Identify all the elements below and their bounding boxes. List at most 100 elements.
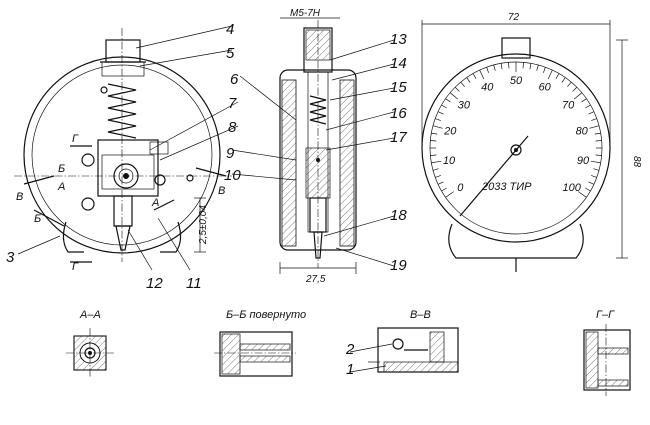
dial-tick <box>437 111 444 115</box>
callout-15: 15 <box>390 79 407 96</box>
dial-tick <box>430 154 437 156</box>
callout-12: 12 <box>146 275 163 292</box>
dial-label: 90 <box>577 155 590 167</box>
front-width-dimension: 72 <box>508 12 520 23</box>
mark-b-lower: Б <box>34 213 41 225</box>
dial-tick <box>435 118 441 121</box>
front-height-dimension: 88 <box>631 156 642 168</box>
dial-view <box>421 20 628 272</box>
dial-tick <box>594 132 601 135</box>
section-vv-title: В–В <box>410 309 431 321</box>
dial-label: 40 <box>481 81 494 93</box>
stroke-dimension: 2,5±0,04 <box>198 205 209 245</box>
dial-needle <box>459 135 529 217</box>
dial-label: 10 <box>443 155 456 167</box>
dial-tick <box>581 98 587 103</box>
dial-tick <box>572 86 578 92</box>
dial-tick <box>585 104 591 109</box>
dial-label: 100 <box>563 182 582 194</box>
dial-tick <box>595 154 602 156</box>
thread-dimension: M5-7H <box>290 8 321 19</box>
dial-tick <box>529 63 532 70</box>
dial-label: 0 <box>457 182 464 194</box>
callout-10: 10 <box>224 167 241 184</box>
section-aa-title: А–А <box>79 309 101 321</box>
mark-v-right: В <box>218 185 225 197</box>
dial-tick <box>435 175 441 178</box>
dial-tick <box>431 160 442 164</box>
dial-tick <box>543 67 546 73</box>
callout-4: 4 <box>226 21 234 38</box>
callout-7: 7 <box>228 95 237 112</box>
dial-tick <box>500 63 503 70</box>
dial-tick <box>591 175 597 178</box>
section-aa <box>66 328 114 378</box>
dial-tick <box>486 67 489 73</box>
dial-tick <box>561 77 566 83</box>
callout-6: 6 <box>230 71 239 88</box>
dial-tick <box>578 191 587 198</box>
dial-label: 20 <box>443 125 457 137</box>
dial-tick <box>441 187 447 192</box>
mark-a-right: А <box>151 197 159 209</box>
dial-tick <box>430 140 437 142</box>
section-bb <box>214 331 296 377</box>
dial-tick <box>555 73 560 79</box>
dial-tick <box>479 69 485 80</box>
leader-lines <box>17 25 395 271</box>
dial-tick <box>536 64 539 71</box>
dial-tick <box>454 86 460 92</box>
callout-3: 3 <box>6 249 15 266</box>
callout-17: 17 <box>390 129 407 146</box>
dial-tick <box>567 81 572 87</box>
dial-tick <box>588 181 595 185</box>
dial-tick <box>449 92 459 100</box>
side-width-dimension: 27,5 <box>305 274 326 285</box>
dial-tick <box>466 77 471 83</box>
dial-tick <box>547 69 553 80</box>
callout-19: 19 <box>390 257 407 274</box>
dial-label: 60 <box>539 81 552 93</box>
dial-tick <box>432 168 439 171</box>
section-vv <box>349 327 459 373</box>
side-section <box>279 17 357 274</box>
callout-8: 8 <box>228 119 237 136</box>
callout-9: 9 <box>226 145 235 162</box>
callout-18: 18 <box>390 207 407 224</box>
dial-tick <box>441 104 447 109</box>
dial-label: 50 <box>510 75 523 87</box>
dial-tick <box>588 111 595 115</box>
dial-tick <box>593 168 600 171</box>
mark-b-left: Б <box>58 163 65 175</box>
dial-tick <box>591 118 597 121</box>
front-view-mechanism <box>14 28 232 263</box>
dial-tick <box>585 187 591 192</box>
section-bb-title: Б–Б повернуто <box>226 309 306 321</box>
dial-tick <box>445 191 454 198</box>
dial-tick <box>508 62 510 69</box>
section-gg <box>583 324 631 396</box>
dial-tick <box>522 62 524 69</box>
callout-14: 14 <box>390 55 407 72</box>
dial-label: 80 <box>576 125 589 137</box>
dial-tick <box>437 181 444 185</box>
section-gg-title: Г–Г <box>596 309 615 321</box>
dial-tick <box>595 140 602 142</box>
dial-tick <box>472 73 477 79</box>
mark-g-bottom: Г <box>72 261 79 273</box>
mark-a-left: А <box>57 181 65 193</box>
dial-tick <box>432 125 443 129</box>
callout-16: 16 <box>390 105 407 122</box>
mark-v-left: В <box>16 191 23 203</box>
callout-13: 13 <box>390 31 407 48</box>
dial-tick <box>589 125 600 129</box>
dial-tick <box>590 160 601 164</box>
callout-2: 2 <box>345 341 355 358</box>
mark-g-top: Г <box>72 133 79 145</box>
dial-tick <box>493 64 496 71</box>
dial-tick <box>431 132 438 135</box>
dial-tick <box>445 98 451 103</box>
dial-tick <box>573 92 583 100</box>
